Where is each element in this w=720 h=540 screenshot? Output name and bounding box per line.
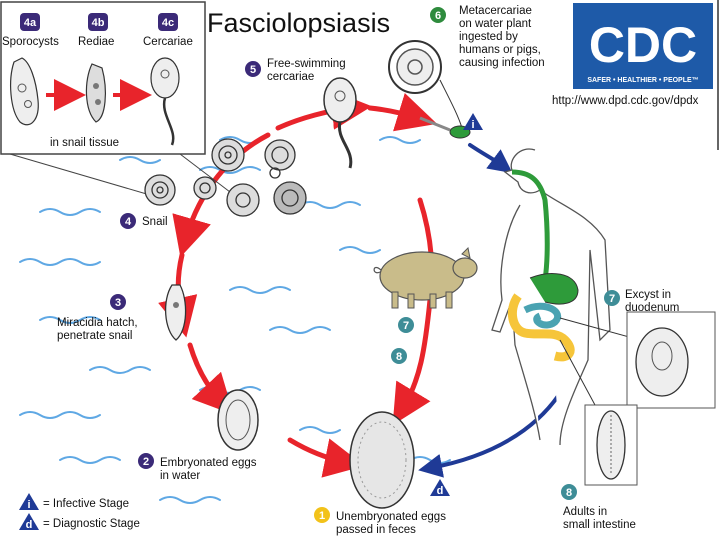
legend-infective-badge: i <box>27 499 30 511</box>
stage-4a-badge <box>20 13 40 31</box>
step-6-line-2: on water plant <box>459 18 532 30</box>
step-7-human: 7 Excyst in duodenum <box>604 289 679 314</box>
step-2-line-2: in water <box>160 470 200 482</box>
adult-fluke-illustration <box>584 404 638 486</box>
stage-4b: 4b Rediae <box>78 13 114 48</box>
step-4-badge <box>120 213 136 229</box>
step-3-badge-text: 3 <box>115 297 121 309</box>
step-5-badge-text: 5 <box>250 64 256 76</box>
cercariae-label: Cercariae <box>143 36 193 48</box>
step-8-pig-badge-text: 8 <box>396 351 402 363</box>
cercaria-illustration <box>323 77 357 169</box>
step-8-human-badge <box>561 484 577 500</box>
step-7-pig-badge <box>398 317 414 333</box>
step-7-human-line-2: duodenum <box>625 302 679 314</box>
step-3-line-2: penetrate snail <box>57 330 132 342</box>
step-3-badge <box>110 294 126 310</box>
inset-caption: in snail tissue <box>50 137 119 149</box>
excyst-illustration <box>626 311 716 409</box>
metacercaria-illustration <box>388 40 463 129</box>
cdc-url: http://www.dpd.cdc.gov/dpdx <box>552 95 699 107</box>
pig-illustration <box>373 246 478 309</box>
diagnostic-marker-text: d <box>437 485 444 497</box>
slide-title: Fasciolopsiasis <box>207 8 391 38</box>
step-3-line-1: Miracidia hatch, <box>57 317 138 329</box>
cdc-logo: CDC SAFER • HEALTHIER • PEOPLE™ <box>573 3 713 89</box>
step-1-badge-text: 1 <box>319 510 325 522</box>
step-2-badge <box>138 453 154 469</box>
digestive-tract <box>507 169 579 362</box>
step-6-line-4: humans or pigs, <box>459 44 541 56</box>
water-plant-illustration <box>419 116 471 139</box>
stage-4a-badge-text: 4a <box>24 17 37 29</box>
step-2: 2 Embryonated eggs in water <box>138 453 257 482</box>
step-4-badge-text: 4 <box>125 216 132 228</box>
stage-4c-badge-text: 4c <box>162 17 174 29</box>
step-1-line-2: passed in feces <box>336 524 416 536</box>
step-2-line-1: Embryonated eggs <box>160 457 257 469</box>
miracidium-illustration <box>165 284 187 341</box>
step-1: 1 Unembryonated eggs passed in feces <box>314 507 446 536</box>
legend-infective-text: = Infective Stage <box>43 498 129 510</box>
step-7-pig-badge-text: 7 <box>403 320 409 332</box>
step-8-human-line-1: Adults in <box>563 506 607 518</box>
step-8-human-badge-text: 8 <box>566 487 572 499</box>
step-2-badge-text: 2 <box>143 456 149 468</box>
cdc-tagline: SAFER • HEALTHIER • PEOPLE™ <box>587 77 698 84</box>
step-8-human: 8 Adults in small intestine <box>561 484 636 531</box>
rediae-label: Rediae <box>78 36 114 48</box>
step-4: 4 Snail <box>120 213 168 229</box>
infective-marker: i <box>463 113 483 131</box>
step-7-human-badge-text: 7 <box>609 293 615 305</box>
step-6-line-5: causing infection <box>459 57 545 69</box>
step-7-pig: 7 <box>398 317 414 333</box>
legend-diagnostic-text: = Diagnostic Stage <box>43 518 140 530</box>
legend-infective: i = Infective Stage <box>19 493 129 511</box>
step-4-label: Snail <box>142 216 168 228</box>
stage-4c: 4c Cercariae <box>143 13 193 48</box>
stage-4b-badge <box>88 13 108 31</box>
step-3: 3 Miracidia hatch, penetrate snail <box>57 294 138 342</box>
step-7-human-badge <box>604 290 620 306</box>
stage-4b-badge-text: 4b <box>92 17 105 29</box>
step-5-badge <box>245 61 261 77</box>
step-1-badge <box>314 507 330 523</box>
infective-marker-text: i <box>471 119 474 131</box>
step-6-line-1: Metacercariae <box>459 5 532 17</box>
step-6-badge <box>430 7 446 23</box>
step-5-line-1: Free-swimming <box>267 58 346 70</box>
cdc-logo-text: CDC <box>589 17 697 73</box>
step-8-pig: 8 <box>391 348 407 364</box>
diagnostic-marker: d <box>430 479 450 497</box>
step-7-human-line-1: Excyst in <box>625 289 671 301</box>
embryonated-egg-illustration <box>217 389 259 451</box>
stage-4c-badge <box>158 13 178 31</box>
step-6-badge-text: 6 <box>435 10 441 22</box>
stage-4a: 4a Sporocysts <box>2 13 59 48</box>
step-1-line-1: Unembryonated eggs <box>336 511 446 523</box>
legend-diagnostic: d = Diagnostic Stage <box>19 513 140 531</box>
step-6: 6 Metacercariae on water plant ingested … <box>430 5 545 69</box>
legend: i = Infective Stage d = Diagnostic Stage <box>19 493 140 531</box>
step-5: 5 Free-swimming cercariae <box>245 58 346 83</box>
step-8-pig-badge <box>391 348 407 364</box>
snails-illustration <box>144 138 307 217</box>
step-6-line-3: ingested by <box>459 31 518 43</box>
step-8-human-line-2: small intestine <box>563 519 636 531</box>
legend-diagnostic-badge: d <box>26 519 33 531</box>
sporocysts-label: Sporocysts <box>2 36 59 48</box>
unembryonated-egg-illustration <box>349 411 415 509</box>
step-5-line-2: cercariae <box>267 71 314 83</box>
